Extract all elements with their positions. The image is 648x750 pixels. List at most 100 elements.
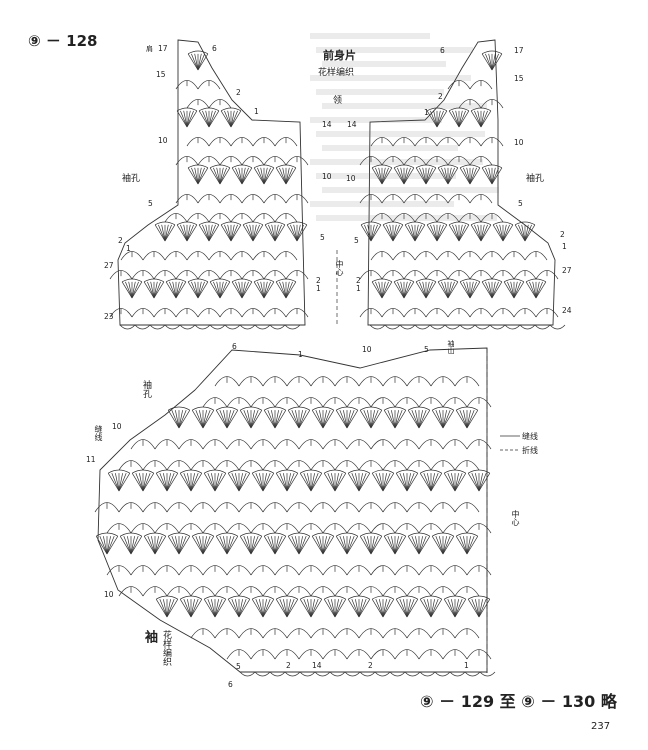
fan-arc [143, 278, 165, 283]
front-right-fan [481, 50, 503, 71]
fan-stitch [231, 167, 243, 185]
fan-stitch [447, 281, 452, 299]
fan-arc [156, 595, 178, 600]
fan-arc [312, 532, 334, 537]
front-left-fan [187, 278, 209, 299]
fan-stitch [219, 167, 231, 185]
fan-arc [228, 595, 250, 600]
sleeve-fan [371, 595, 395, 618]
front-right-fan [426, 107, 448, 128]
fan-stitch [230, 110, 235, 128]
fan-stitch [274, 535, 287, 555]
front-left-fan [220, 221, 242, 242]
fan-stitch [381, 281, 393, 299]
fan-stitch [383, 535, 396, 555]
fan-arc [276, 469, 298, 474]
fan-arc [252, 469, 274, 474]
fan-stitch [524, 224, 536, 242]
fan-stitch [211, 599, 216, 618]
fan-stitch [285, 281, 297, 299]
fan-stitch [279, 167, 287, 185]
fan-stitch [513, 281, 525, 299]
fan-arc [426, 221, 448, 226]
fan-stitch [227, 598, 240, 618]
front-right-row-label: 1 [356, 284, 361, 293]
fan-stitch [370, 536, 379, 555]
fan-stitch [283, 599, 288, 618]
fan-stitch [154, 224, 166, 242]
fan-stitch [454, 473, 459, 492]
fan-stitch [263, 281, 271, 299]
fan-stitch [339, 410, 348, 429]
fan-stitch [239, 535, 252, 555]
fan-arc [360, 406, 382, 411]
fan-stitch [235, 599, 240, 618]
front-right-row-label: 2 [438, 92, 443, 101]
fan-stitch [322, 536, 331, 555]
fan-stitch [370, 224, 382, 242]
fan-stitch [418, 536, 423, 555]
fan-stitch [425, 281, 430, 299]
front-right-fan [459, 164, 481, 185]
sleeve-scallop [254, 671, 271, 677]
sleeve-fan [419, 595, 443, 618]
fan-stitch [208, 110, 213, 128]
fan-arc [168, 406, 190, 411]
fan-arc [456, 406, 478, 411]
fan-stitch [271, 224, 276, 242]
fan-stitch [207, 599, 216, 618]
fan-arc [288, 532, 310, 537]
fan-stitch [230, 224, 238, 242]
fan-stitch [163, 473, 168, 492]
sleeve-fan [407, 406, 431, 429]
fan-stitch [358, 473, 367, 492]
fan-stitch [411, 536, 420, 555]
fan-arc [336, 406, 358, 411]
fan-stitch [322, 535, 335, 555]
sleeve-fan [287, 406, 311, 429]
fan-stitch [230, 110, 238, 128]
fan-stitch [197, 53, 209, 71]
fan-stitch [447, 167, 455, 185]
fan-stitch [147, 536, 156, 555]
fan-stitch [282, 281, 287, 299]
fan-stitch [359, 409, 372, 429]
footer-note: ⑨ － 129 至 ⑨ － 130 略 [420, 692, 617, 711]
fan-stitch [485, 53, 493, 71]
fan-stitch [220, 224, 232, 242]
sleeve-fan [167, 532, 191, 555]
fan-stitch [224, 224, 232, 242]
fan-stitch [406, 598, 419, 618]
front-left-fan [154, 221, 176, 242]
front-right-scallop [474, 324, 491, 330]
fan-stitch [271, 536, 276, 555]
front-right-fan [470, 107, 492, 128]
front-left-outline [117, 39, 306, 326]
sleeve-fan [299, 595, 323, 618]
fan-arc [275, 278, 297, 283]
sleeve-fan [155, 469, 179, 492]
sleeve-scallop [299, 671, 316, 677]
fan-stitch [331, 599, 336, 618]
fan-stitch [208, 224, 216, 242]
fan-arc [121, 278, 143, 283]
fan-stitch [202, 110, 210, 128]
fan-stitch [334, 599, 339, 618]
fan-stitch [183, 473, 192, 492]
fan-stitch [459, 536, 468, 555]
fan-arc [198, 107, 220, 112]
fan-arc [396, 595, 418, 600]
fan-stitch [224, 110, 232, 128]
fan-stitch [260, 281, 265, 299]
fan-stitch [466, 536, 475, 555]
sleeve-fan [419, 469, 443, 492]
fan-stitch [478, 472, 491, 492]
fan-stitch [382, 599, 387, 618]
fan-stitch [241, 281, 246, 299]
fan-stitch [158, 224, 166, 242]
front-right-fan [371, 278, 393, 299]
fan-stitch [296, 224, 308, 242]
fan-arc [396, 469, 418, 474]
fan-stitch [311, 409, 324, 429]
fan-stitch [199, 410, 204, 429]
